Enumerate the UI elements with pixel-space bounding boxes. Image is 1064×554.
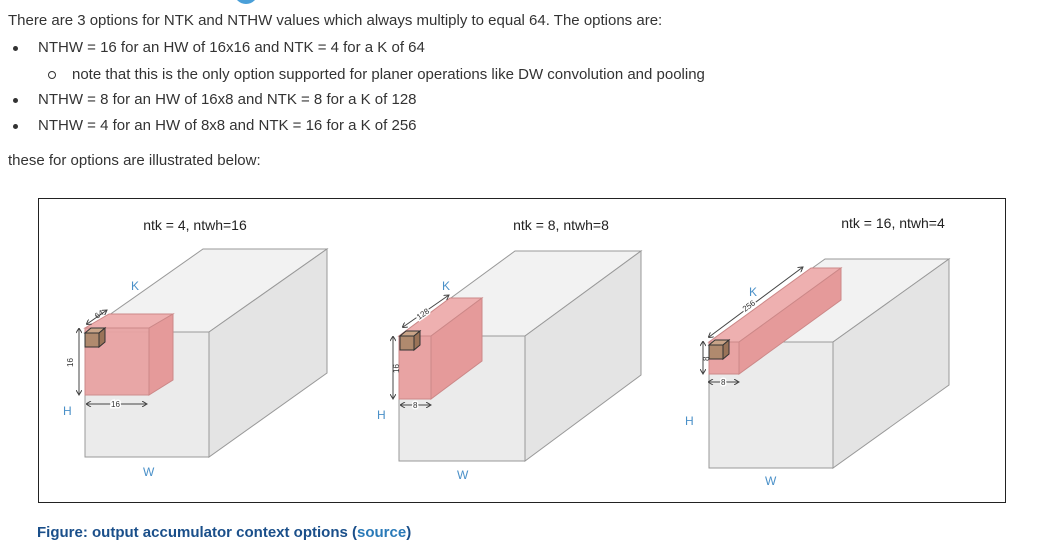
h-dim-label: 16 (392, 364, 401, 373)
w-axis-label: W (765, 474, 777, 488)
h-axis-label: H (685, 414, 694, 428)
h-axis-label: H (63, 404, 72, 418)
w-axis-label: W (457, 468, 469, 482)
figure: ntk = 4, ntwh=16 64 16 16 K H W ntk = 8,… (38, 198, 1006, 503)
tile-front (708, 344, 724, 360)
k-axis-label: K (749, 285, 757, 299)
bullet-icon (13, 98, 18, 103)
panel-title: ntk = 8, ntwh=8 (513, 217, 609, 233)
h-axis-label: H (377, 408, 386, 422)
avatar (234, 0, 258, 4)
intro-text: There are 3 options for NTK and NTHW val… (8, 12, 663, 29)
tile-front (84, 332, 100, 348)
h-dim-label: 16 (66, 358, 75, 367)
list-item-text: note that this is the only option suppor… (72, 66, 705, 83)
caption-text: Figure: output accumulator context optio… (37, 524, 357, 541)
panel-title: ntk = 4, ntwh=16 (143, 217, 247, 233)
list-item-text: NTHW = 16 for an HW of 16x16 and NTK = 4… (38, 39, 425, 56)
w-dim-label: 8 (413, 401, 418, 410)
caption-suffix: ) (406, 524, 412, 541)
panel-3: ntk = 16, ntwh=4 256 8 8 K H W (685, 215, 951, 488)
source-link[interactable]: source (357, 524, 407, 541)
k-axis-label: K (442, 279, 450, 293)
circle-bullet-icon (48, 71, 56, 79)
h-dim-label: 8 (702, 356, 711, 361)
list-item-text: NTHW = 8 for an HW of 16x8 and NTK = 8 f… (38, 91, 417, 108)
w-dim-label: 8 (721, 378, 726, 387)
w-dim-label: 16 (111, 400, 120, 409)
tile-front (399, 335, 415, 351)
w-axis-label: W (143, 465, 155, 479)
outro-text: these for options are illustrated below: (8, 152, 261, 169)
k-dim-arrow (87, 310, 107, 324)
figure-caption: Figure: output accumulator context optio… (37, 524, 411, 541)
k-axis-label: K (131, 279, 139, 293)
bullet-icon (13, 124, 18, 129)
panel-2: ntk = 8, ntwh=8 128 16 8 K H W (377, 217, 643, 482)
list-item-text: NTHW = 4 for an HW of 8x8 and NTK = 16 f… (38, 117, 417, 134)
k-dim-arrow (403, 295, 449, 327)
k-dim-arrow (709, 267, 803, 337)
panel-title: ntk = 16, ntwh=4 (841, 215, 945, 231)
bullet-icon (13, 46, 18, 51)
panel-1: ntk = 4, ntwh=16 64 16 16 K H W (63, 217, 329, 479)
figure-diagram: ntk = 4, ntwh=16 64 16 16 K H W ntk = 8,… (63, 215, 951, 488)
